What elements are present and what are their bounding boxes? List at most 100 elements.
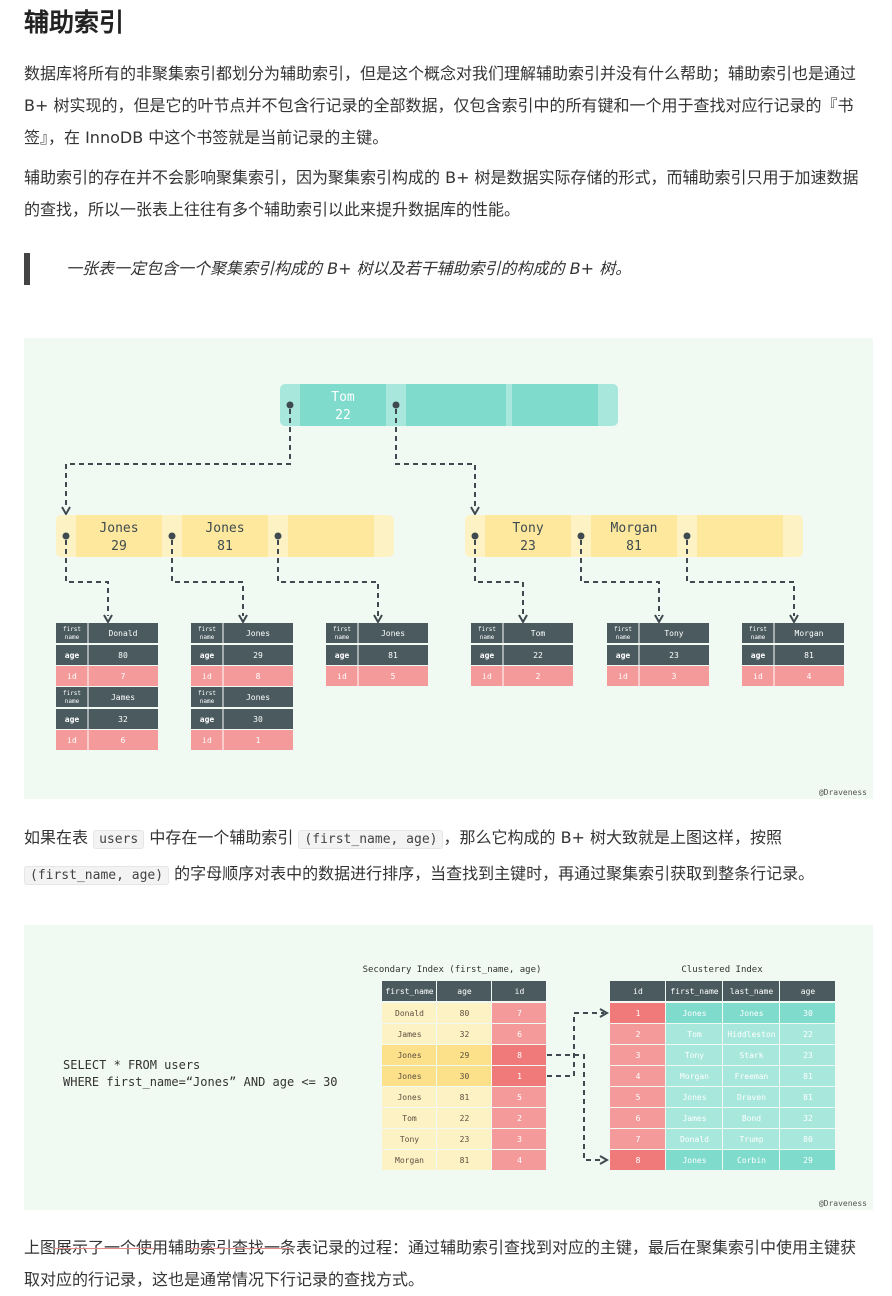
node-pointer [168,532,176,540]
clustered-cell [723,1003,779,1023]
paragraph-4: 上图展示了一个使用辅助索引查找一条表记录的过程：通过辅助索引查找到对应的主键，最… [24,1238,857,1289]
leaf-age-row [326,645,428,665]
leaf-name-row [326,623,428,643]
leaf-id-row [191,666,293,686]
secondary-cell-value: 80 [460,1009,470,1018]
secondary-cell-value: James [397,1030,421,1039]
leaf-name-row [56,687,158,707]
leaf-age-row [56,709,158,729]
secondary-cell-value: Donald [395,1009,424,1018]
clustered-cell-value: 1 [636,1009,641,1018]
secondary-cell-value: 30 [460,1072,470,1081]
paragraph-1: 数据库将所有的非聚集索引都划分为辅助索引，但是这个概念对我们理解辅助索引并没有什… [24,64,857,147]
secondary-cell [492,1129,546,1149]
arrow-head [61,506,71,517]
leaf-age: 81 [804,651,814,660]
secondary-header-label: first_name [385,987,433,996]
clustered-header-label: first_name [670,987,718,996]
clustered-cell-value: Morgan [680,1072,709,1081]
leaf-age: 30 [253,715,263,724]
clustered-cell-value: Tony [685,1051,704,1060]
right-internal-node-key-cell [591,515,677,557]
node-to-leaf-line [277,540,379,616]
clustered-cell-value: James [682,1114,706,1123]
clustered-cell [666,1003,722,1023]
cut-off-underline [54,1248,154,1255]
clustered-cell [610,1150,665,1170]
clustered-cell [780,1150,835,1170]
leaf-first-name: Jones [246,629,270,638]
root-key-age: 22 [335,408,351,423]
right-internal-node-key-name: Morgan [611,521,658,536]
node-pointer [683,532,691,540]
secondary-cell [437,1024,491,1044]
leaf-id: 5 [391,672,396,681]
leaf-first-name: Jones [246,693,270,702]
secondary-cell-value: 3 [517,1135,522,1144]
arrow-head [373,614,383,625]
root-empty-cell [512,384,598,426]
leaf-label-first-name: name [65,634,80,641]
leaf-label-age: age [335,651,350,660]
leaf-label-id: id [618,672,628,681]
left-internal-node-key-cell [76,515,162,557]
secondary-header-cell [492,981,546,1001]
secondary-cell [382,1087,436,1107]
leaf-label-id: id [67,672,77,681]
root-empty-cell [406,384,506,426]
leaf-label-first-name: first [198,626,216,633]
clustered-cell [780,1129,835,1149]
leaf-id: 4 [807,672,812,681]
leaf-age: 81 [388,651,398,660]
right-internal-node-key-name: Tony [512,521,543,536]
root-key-cell [300,384,386,426]
clustered-header-label: id [633,987,643,996]
clustered-cell-value: Draven [737,1093,766,1102]
secondary-cell-value: 81 [460,1156,470,1165]
arrow-head [103,614,113,625]
leaf-first-name: James [111,693,135,702]
secondary-cell [382,1045,436,1065]
leaf-label-first-name: first [63,626,81,633]
arrow-head [470,506,480,517]
clustered-cell [610,1108,665,1128]
arrow-head [654,614,664,625]
secondary-cell [382,1108,436,1128]
leaf-id-row [191,730,293,750]
secondary-cell [492,1024,546,1044]
node-to-leaf-line [686,540,795,616]
secondary-cell [437,1045,491,1065]
clustered-header-label: age [801,987,816,996]
clustered-cell-value: 5 [636,1093,641,1102]
clustered-cell [666,1045,722,1065]
clustered-cell-value: Jones [682,1009,706,1018]
clustered-cell [666,1087,722,1107]
secondary-cell-value: Jones [397,1072,421,1081]
left-internal-node-empty-cell [288,515,374,557]
clustered-index-title: Clustered Index [681,965,763,975]
leaf-age-row [191,709,293,729]
root-key-name: Tom [331,390,355,405]
leaf-label-age: age [65,715,80,724]
left-internal-node-key-cell [182,515,268,557]
clustered-cell [723,1024,779,1044]
paragraph-3: 如果在表 users 中存在一个辅助索引 (first_name, age)，那… [24,821,868,893]
clustered-cell [780,1045,835,1065]
secondary-cell-value: Jones [397,1051,421,1060]
secondary-cell [492,1066,546,1086]
leaf-name-row [56,623,158,643]
leaf-label-age: age [480,651,495,660]
secondary-cell-value: 81 [460,1093,470,1102]
leaf-name-row [742,623,844,643]
left-internal-node-key-name: Jones [99,521,138,536]
leaf-label-age: age [200,651,215,660]
leaf-id-row [742,666,844,686]
leaf-id-row [607,666,709,686]
clustered-cell-value: 81 [803,1072,813,1081]
clustered-cell [666,1108,722,1128]
leaf-id-row [56,666,158,686]
clustered-cell [723,1045,779,1065]
secondary-cell [437,1108,491,1128]
leaf-label-id: id [753,672,763,681]
